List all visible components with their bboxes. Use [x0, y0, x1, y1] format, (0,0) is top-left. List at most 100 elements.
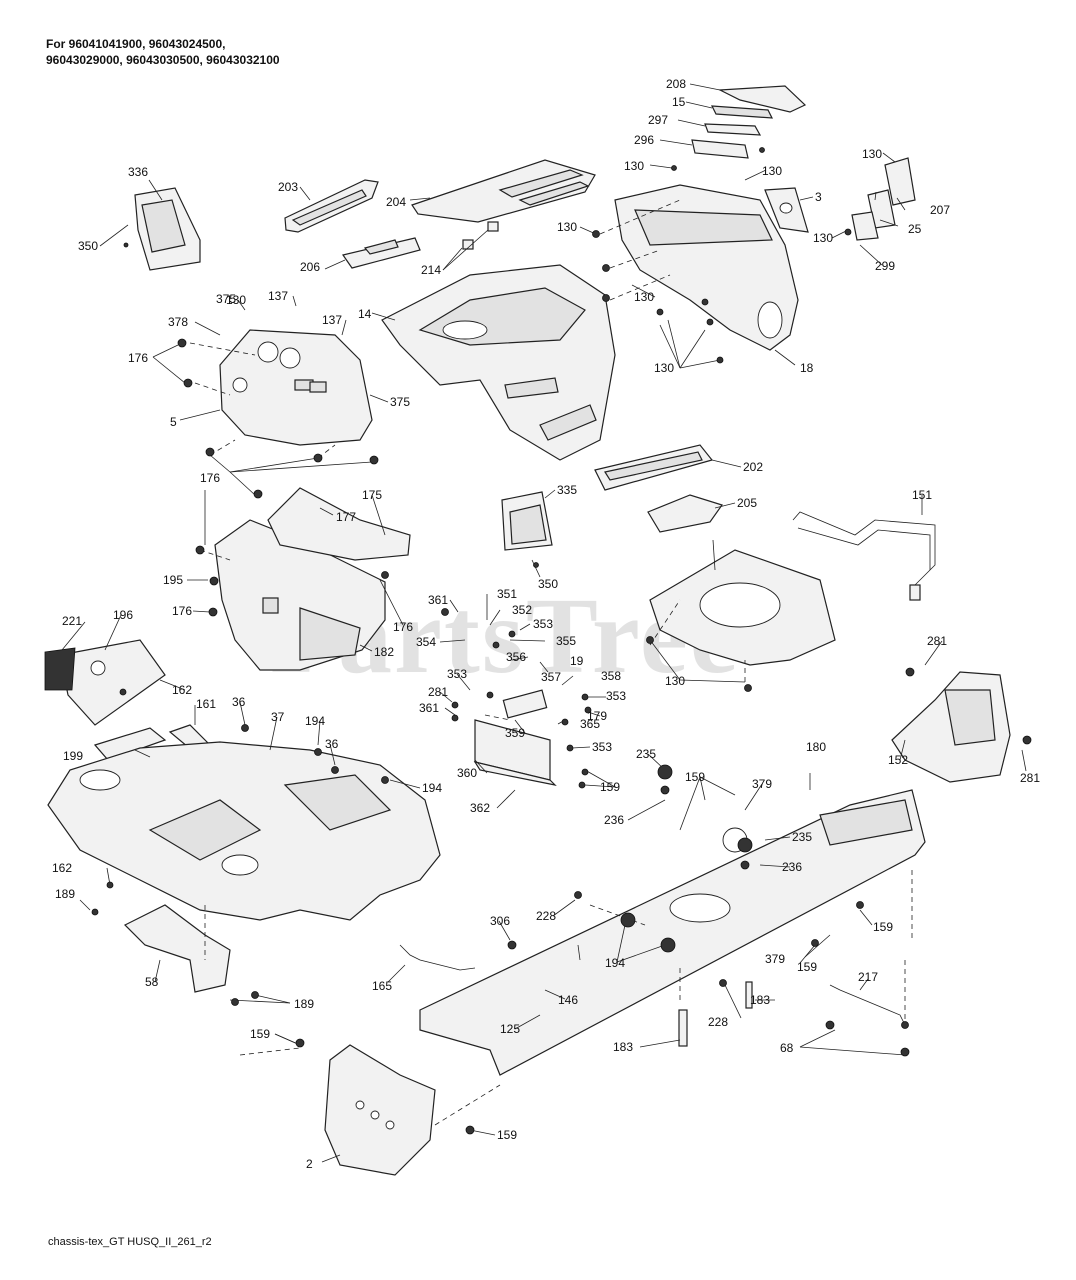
part-label: 125 — [500, 1022, 520, 1036]
part-label: 5 — [170, 415, 177, 429]
part-label: 350 — [78, 239, 98, 253]
part-359-actuator — [502, 689, 548, 719]
part-label: 130 — [634, 290, 654, 304]
part-label: 378 — [168, 315, 188, 329]
part-label: 137 — [322, 313, 342, 327]
part-label: 228 — [708, 1015, 728, 1029]
part-label: 3 — [815, 190, 822, 204]
part-15-lens — [710, 105, 774, 119]
part-label: 353 — [447, 667, 467, 681]
part-label: 183 — [750, 993, 770, 1007]
part-204-hood-panel — [411, 159, 596, 223]
part-label: 359 — [505, 726, 525, 740]
part-label: 353 — [592, 740, 612, 754]
part-label: 195 — [163, 573, 183, 587]
part-label: 361 — [419, 701, 439, 715]
part-label: 130 — [862, 147, 882, 161]
part-5-dash-panel — [219, 329, 373, 446]
part-label: 162 — [172, 683, 192, 697]
part-label: 361 — [428, 593, 448, 607]
part-label: 151 — [912, 488, 932, 502]
part-label: 180 — [806, 740, 826, 754]
part-152-seat-mount — [891, 671, 1011, 783]
part-label: 335 — [557, 483, 577, 497]
part-214-clips — [462, 221, 499, 250]
part-208-trim — [717, 85, 807, 113]
part-label: 130 — [557, 220, 577, 234]
part-206-bracket — [342, 237, 421, 269]
part-label: 358 — [601, 669, 621, 683]
part-label: 236 — [604, 813, 624, 827]
part-label: 379 — [765, 952, 785, 966]
part-label: 183 — [613, 1040, 633, 1054]
part-label: 299 — [875, 259, 895, 273]
model-numbers-header: For 96041041900, 96043024500, 9604302900… — [46, 36, 280, 68]
part-label: 19 — [570, 654, 584, 668]
part-label: 130 — [762, 164, 782, 178]
part-label: 365 — [580, 717, 600, 731]
model-numbers-line-2: 96043029000, 96043030500, 96043032100 — [46, 53, 280, 67]
part-183-bolts — [678, 981, 753, 1047]
part-label: 179 — [587, 709, 607, 723]
part-label: 207 — [930, 203, 950, 217]
part-191-207-headlight-assembly — [851, 157, 916, 241]
part-label: 360 — [457, 766, 477, 780]
part-165-rod — [399, 944, 476, 971]
part-label: 357 — [541, 670, 561, 684]
part-label: 137 — [268, 289, 288, 303]
part-label: 130 — [813, 231, 833, 245]
part-label: 236 — [782, 860, 802, 874]
part-label: 130 — [226, 293, 246, 307]
part-196-cover — [59, 639, 166, 726]
part-label: 375 — [390, 395, 410, 409]
part-label: 159 — [685, 770, 705, 784]
part-label: 146 — [558, 993, 578, 1007]
part-label: 162 — [52, 861, 72, 875]
part-label: 15 — [672, 95, 686, 109]
part-label: 161 — [196, 697, 216, 711]
part-label: 159 — [873, 920, 893, 934]
part-label: 36 — [232, 695, 246, 709]
part-205-trim — [647, 494, 723, 533]
part-label: 175 — [362, 488, 382, 502]
part-label: 203 — [278, 180, 298, 194]
part-label: 68 — [780, 1041, 794, 1055]
part-label: 194 — [605, 956, 625, 970]
part-label: 2 — [306, 1157, 313, 1171]
part-label: 18 — [800, 361, 814, 375]
part-label: 177 — [336, 510, 356, 524]
part-label: 228 — [536, 909, 556, 923]
part-label: 353 — [606, 689, 626, 703]
part-297-plate — [704, 123, 762, 136]
part-199-plate — [93, 727, 167, 761]
part-label: 350 — [538, 577, 558, 591]
part-150-belt-shield — [649, 549, 836, 666]
part-label: 354 — [416, 635, 436, 649]
fasteners — [91, 147, 1032, 1135]
part-label: 37 — [271, 710, 285, 724]
part-label: 176 — [393, 620, 413, 634]
part-180-frame — [419, 789, 926, 1076]
part-label: 281 — [1020, 771, 1040, 785]
part-label: 194 — [305, 714, 325, 728]
part-label: 202 — [743, 460, 763, 474]
part-label: 159 — [797, 960, 817, 974]
part-37-fender — [47, 741, 441, 921]
part-label: 214 — [421, 263, 441, 277]
part-label: 336 — [128, 165, 148, 179]
part-number-labels: 2 3 5 14 15 18 19 25 36 36 37 58 68 125 … — [52, 77, 1040, 1171]
part-335-side-cover — [501, 491, 553, 551]
part-label: 176 — [128, 351, 148, 365]
part-label: 352 — [512, 603, 532, 617]
part-label: 362 — [470, 801, 490, 815]
part-18-front-housing — [614, 184, 799, 351]
part-label: 217 — [858, 970, 878, 984]
part-14-hood — [381, 264, 616, 461]
part-label: 379 — [752, 777, 772, 791]
part-label: 281 — [428, 685, 448, 699]
part-label: 189 — [55, 887, 75, 901]
part-label: 204 — [386, 195, 406, 209]
part-182-console — [214, 519, 386, 671]
part-label: 196 — [113, 608, 133, 622]
